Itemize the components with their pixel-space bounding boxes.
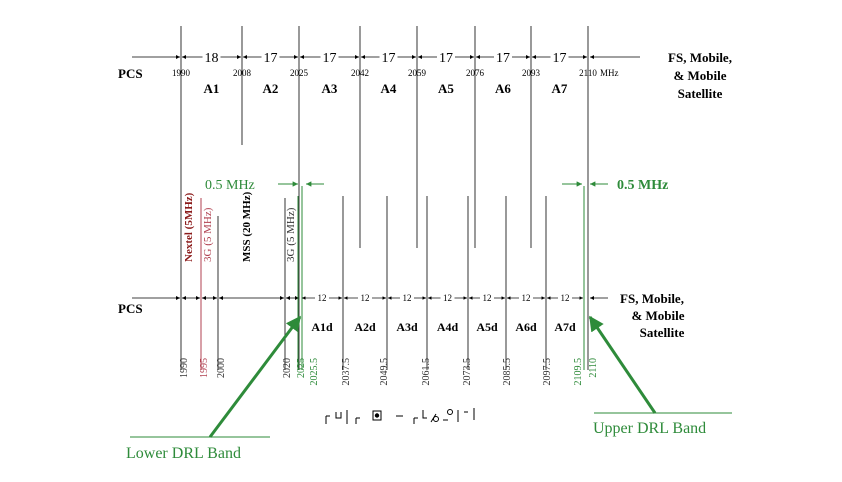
bottom-block-label: A5d — [476, 320, 498, 334]
bottom-span-label: 12 — [403, 293, 412, 303]
top-block-label: A6 — [495, 81, 511, 96]
mark-circle — [433, 416, 439, 422]
top-block-label: A3 — [322, 81, 338, 96]
bottom-block-label: A7d — [554, 320, 576, 334]
bottom-fs-line: & Mobile — [631, 308, 684, 323]
frequency-tick-label: 2037.5 — [341, 358, 352, 386]
bottom-block-label: A4d — [437, 320, 459, 334]
lower-drl-label: Lower DRL Band — [126, 445, 241, 462]
bottom-band: PCS FS, Mobile, & Mobile Satellite 12 12 1… — [118, 186, 685, 386]
bottom-span-label: 12 — [318, 293, 327, 303]
top-fs-line: Satellite — [678, 86, 723, 101]
bottom-block-label: A2d — [354, 320, 376, 334]
top-span-label: 17 — [496, 51, 510, 66]
upper-drl-arrow — [588, 315, 657, 414]
frequency-tick-label: 2073.5 — [462, 358, 473, 386]
bottom-span-label: 12 — [522, 293, 531, 303]
allocation-label: 3G (5 MHz) — [202, 207, 214, 262]
top-block-label: A2 — [263, 81, 279, 96]
bottom-block-label: A6d — [515, 320, 537, 334]
top-block-label: A1 — [204, 81, 220, 96]
top-pcs-label: PCS — [118, 66, 143, 81]
mark-glyph — [325, 410, 360, 424]
top-band: PCS FS, Mobile, & Mobile Satellite MHz 1… — [118, 26, 732, 370]
top-fs-line: FS, Mobile, — [668, 50, 732, 65]
bottom-fs-line: FS, Mobile, — [620, 291, 684, 306]
upper-drl-callout: Upper DRL Band — [588, 315, 732, 437]
bottom-span-label: 12 — [361, 293, 370, 303]
top-edge-label: 1990 — [172, 68, 191, 78]
frequency-tick-label: 2061.5 — [421, 358, 432, 386]
frequency-tick-label: 2049.5 — [379, 358, 390, 386]
top-span-label: 17 — [323, 51, 337, 66]
frequency-tick-label: 2110 — [588, 358, 599, 378]
bottom-span-label: 12 — [561, 293, 570, 303]
mark-glyph — [457, 408, 475, 422]
top-block-label: A5 — [438, 81, 454, 96]
top-block-label: A7 — [552, 81, 568, 96]
top-edge-label: 2025 — [290, 68, 309, 78]
upper-drl-label: Upper DRL Band — [593, 420, 706, 437]
frequency-tick-label: 2025.5 — [309, 358, 320, 386]
frequency-tick-label: 2000 — [216, 358, 227, 378]
lower-drl-arrow — [208, 315, 302, 438]
bottom-span-label: 12 — [483, 293, 492, 303]
top-block-label: A4 — [381, 81, 397, 96]
top-fs-label: FS, Mobile, & Mobile Satellite — [668, 50, 732, 101]
bottom-block-label: A1d — [311, 320, 333, 334]
top-span-label: 17 — [553, 51, 567, 66]
lower-drl-callout: Lower DRL Band — [126, 315, 302, 462]
allocation-label: MSS (20 MHz) — [241, 191, 253, 262]
top-edge-label: 2076 — [466, 68, 485, 78]
top-fs-line: & Mobile — [673, 68, 726, 83]
mark-glyph — [430, 413, 448, 423]
top-edge-label: 2110 — [579, 68, 597, 78]
bottom-block-label: A3d — [396, 320, 418, 334]
top-span-label: 18 — [205, 51, 219, 66]
frequency-tick-label: 2025 — [296, 358, 307, 378]
top-span-label: 17 — [439, 51, 453, 66]
top-edge-label: 2042 — [351, 68, 369, 78]
frequency-tick-label: 2020 — [282, 358, 293, 378]
top-span-label: 17 — [382, 51, 396, 66]
mark-circle — [447, 409, 453, 415]
top-unit-label: MHz — [600, 68, 619, 78]
mark-glyph — [396, 410, 427, 424]
middle-band: 0.5 MHz 0.5 MHz Nextel (5MHz) 3G (5 MHz) M… — [183, 178, 668, 370]
bottom-span-label: 12 — [443, 293, 452, 303]
bottom-fs-label: FS, Mobile, & Mobile Satellite — [620, 291, 685, 340]
frequency-tick-label: 1995 — [199, 358, 210, 378]
mark-dot — [374, 413, 380, 418]
frequency-tick-label: 2109.5 — [573, 358, 584, 386]
top-edge-label: 2093 — [522, 68, 541, 78]
frequency-tick-label: 2085.5 — [502, 358, 513, 386]
bottom-fs-line: Satellite — [640, 325, 685, 340]
top-span-label: 17 — [264, 51, 278, 66]
top-edge-label: 2059 — [408, 68, 427, 78]
frequency-tick-label: 1990 — [179, 358, 190, 378]
top-edge-label: 2008 — [233, 68, 252, 78]
symbol-marks — [325, 408, 475, 424]
allocation-label: 3G (5 MHz) — [285, 207, 297, 262]
frequency-tick-label: 2097.5 — [542, 358, 553, 386]
upper-gap-label: 0.5 MHz — [617, 178, 668, 193]
allocation-label: Nextel (5MHz) — [183, 192, 195, 262]
lower-gap-label: 0.5 MHz — [205, 178, 255, 193]
bottom-pcs-label: PCS — [118, 301, 143, 316]
